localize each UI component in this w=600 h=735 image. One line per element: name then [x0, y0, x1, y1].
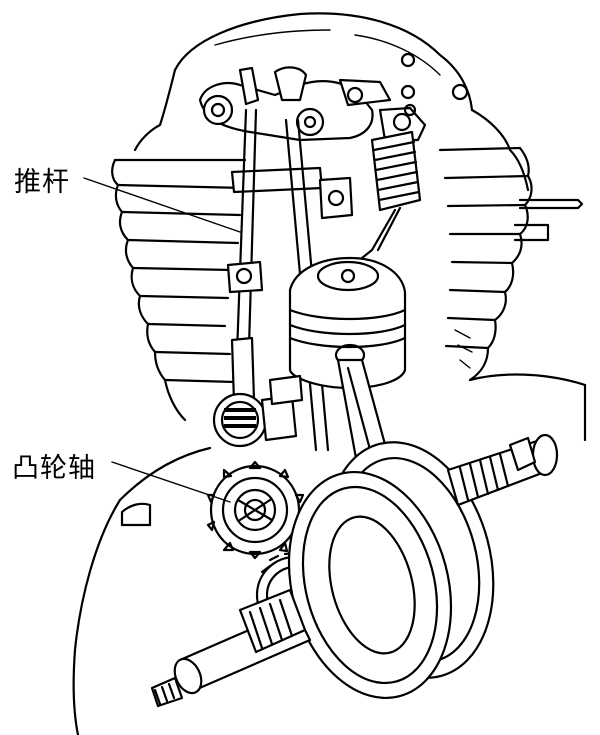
output-shaft-right [446, 433, 559, 507]
side-bolt [513, 198, 584, 242]
timing-gear [206, 460, 305, 560]
rocker-assembly [198, 66, 427, 142]
valve-spring [360, 130, 422, 260]
cylinder-fins-left [111, 158, 247, 422]
cam-gear-upper [212, 374, 304, 448]
camshaft-label: 凸轮轴 [12, 453, 96, 484]
crankcase-outline [72, 373, 587, 735]
pushrods [226, 108, 354, 452]
cylinder-fins-right [438, 146, 533, 382]
cylinder-head-outline [133, 12, 530, 192]
pushrod-label: 推杆 [14, 167, 70, 198]
flywheels [287, 441, 495, 700]
camshaft-leader [111, 461, 231, 503]
output-shaft-left [150, 588, 312, 708]
pushrod-leader [83, 177, 241, 233]
piston [288, 256, 407, 390]
